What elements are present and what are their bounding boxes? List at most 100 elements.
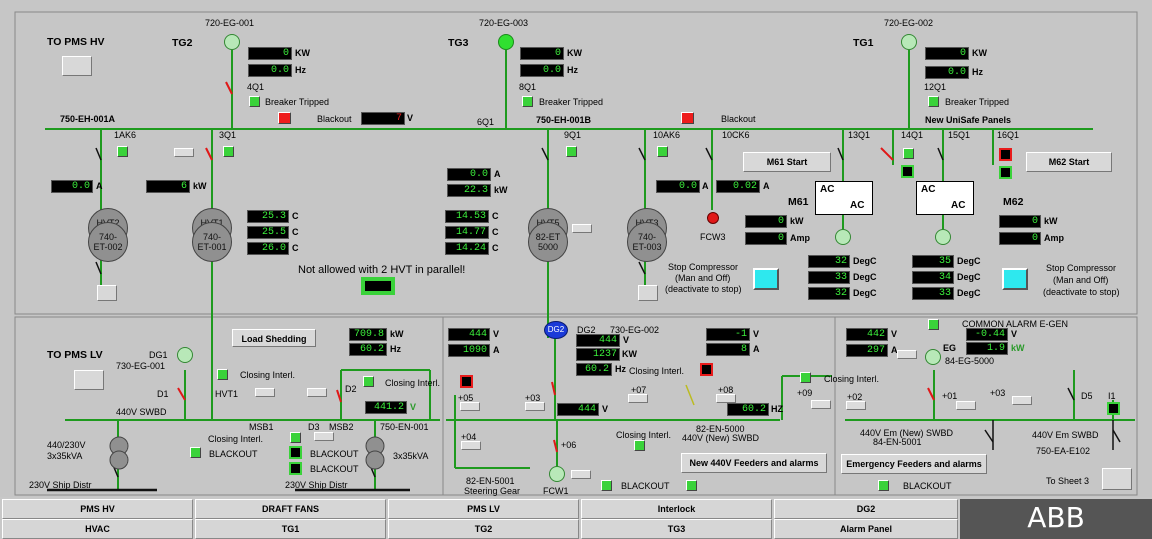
hvt3-transformer-lower[interactable]: 740-ET-003 [627, 222, 667, 262]
unit-v: V [891, 329, 898, 339]
tg1-label: TG1 [853, 37, 874, 49]
dg1-label: DG1 [149, 350, 168, 360]
stop-compressor-hint: (deactivate to stop) [665, 284, 742, 294]
feeder-01-toggle[interactable] [956, 401, 976, 410]
dg2-generator-icon[interactable]: DG2 [544, 321, 568, 339]
msb-breaker-toggle[interactable] [314, 432, 334, 441]
hvt1-breaker-toggle[interactable] [255, 388, 275, 397]
unit-hz: Hz [295, 65, 306, 75]
bus-voltage-readout: 444 [557, 403, 599, 416]
blackout-voltage-readout: 7 [361, 112, 405, 125]
m61-motor-icon[interactable] [835, 229, 851, 245]
tab-alarm-panel[interactable]: Alarm Panel [774, 519, 958, 539]
tg2-generator-icon[interactable] [224, 34, 240, 50]
fcw1-label: FCW1 [543, 486, 569, 496]
fcw1-pump-icon[interactable] [549, 466, 565, 482]
feeder-05-label: +05 [458, 393, 474, 403]
closing-interlock-label: Closing Interl. [629, 366, 685, 376]
d2-breaker-toggle[interactable] [307, 388, 327, 397]
hvt1-transformer-lower[interactable]: 740-ET-001 [192, 222, 232, 262]
unit-hz: Hz [567, 65, 578, 75]
hvt1-temp-readout: 26.0 [247, 242, 289, 255]
tab-interlock[interactable]: Interlock [581, 499, 772, 519]
load-shedding-button[interactable]: Load Shedding [232, 329, 316, 347]
feeder-02-label: +02 [847, 392, 863, 402]
hvt1-temp-readout: 25.5 [247, 226, 289, 239]
m61-amp-readout: 0 [745, 232, 787, 245]
parallel-warning: Not allowed with 2 HVT in parallel! [298, 264, 466, 276]
new-unisafe-label: New UniSafe Panels [925, 115, 1012, 125]
unit-v: V [493, 329, 500, 339]
unit-kw: kW [1011, 343, 1025, 353]
transformer-rating-label: 3x35kVA [47, 451, 83, 461]
blackout-indicator [190, 447, 201, 458]
transformer-ratio-label: 440/230V [47, 440, 86, 450]
dg1-generator-icon[interactable] [177, 347, 193, 363]
m61-stop-compressor-toggle[interactable] [753, 268, 779, 290]
unit-a: A [494, 169, 501, 179]
tg2-kw-readout: 0 [248, 47, 292, 60]
to-sheet-3-button[interactable] [1102, 468, 1132, 490]
hvt5-tag-b: 5000 [537, 242, 559, 252]
feeder-09-toggle[interactable] [811, 400, 831, 409]
feeder-08-toggle[interactable] [716, 394, 736, 403]
em-swbd-label: 440V Em SWBD [1032, 430, 1099, 440]
blackout-label: Blackout [721, 114, 756, 124]
tab-pms-lv[interactable]: PMS LV [388, 499, 579, 519]
closing-interlock-indicator [217, 369, 228, 380]
feeder-05-toggle[interactable] [460, 402, 480, 411]
unit-c: C [292, 227, 299, 237]
feeder-07-toggle[interactable] [628, 394, 648, 403]
fcw3-pump-icon[interactable] [707, 212, 719, 224]
tab-tg1[interactable]: TG1 [195, 519, 386, 539]
tab-pms-hv[interactable]: PMS HV [2, 499, 193, 519]
hvt1-label: HVT1 [215, 389, 239, 399]
hvt5-toggle[interactable] [572, 224, 592, 233]
unit-c: C [492, 243, 499, 253]
tab-hvac[interactable]: HVAC [2, 519, 193, 539]
fcw1-toggle[interactable] [571, 470, 591, 479]
m62-amp-readout: 0 [999, 232, 1041, 245]
feeder-04-toggle[interactable] [461, 441, 481, 450]
feeder-03-toggle[interactable] [525, 402, 545, 411]
tg3-generator-icon[interactable] [498, 34, 514, 50]
tg3-kw-readout: 0 [520, 47, 564, 60]
hvt2-breaker-button[interactable] [97, 285, 117, 301]
lv-voltage-readout: 444 [448, 328, 490, 341]
emergency-feeders-button[interactable]: Emergency Feeders and alarms [841, 454, 987, 474]
unit-degc: DegC [853, 272, 877, 282]
hvt1-tag-b: ET-001 [197, 242, 227, 252]
m62-start-button[interactable]: M62 Start [1026, 152, 1112, 172]
tab-tg2[interactable]: TG2 [388, 519, 579, 539]
swbd-440v-label: 440V SWBD [116, 407, 167, 417]
stop-compressor-label: Stop Compressor [668, 262, 739, 272]
unit-a: A [891, 345, 898, 355]
breaker-status-indicator [999, 166, 1012, 179]
tab-tg3[interactable]: TG3 [581, 519, 772, 539]
unit-kw: kW [790, 216, 804, 226]
eg-breaker-toggle[interactable] [897, 350, 917, 359]
m62-motor-icon[interactable] [935, 229, 951, 245]
unit-a: A [763, 181, 770, 191]
breaker-toggle[interactable] [174, 148, 194, 157]
blackout-alarm-indicator [681, 112, 694, 124]
tg1-generator-icon[interactable] [901, 34, 917, 50]
new-feeders-button[interactable]: New 440V Feeders and alarms [681, 453, 827, 473]
m61-kw-readout: 0 [745, 215, 787, 228]
feeder-03-toggle[interactable] [1012, 396, 1032, 405]
eg-generator-icon[interactable] [925, 349, 941, 365]
tg2-hz-readout: 0.0 [248, 64, 292, 77]
m62-stop-compressor-toggle[interactable] [1002, 268, 1028, 290]
msb1-label: MSB1 [249, 422, 274, 432]
breaker-4q1-label: 4Q1 [247, 82, 265, 92]
to-pms-hv-button[interactable] [62, 56, 92, 76]
hvt3-breaker-button[interactable] [638, 285, 658, 301]
m61-start-button[interactable]: M61 Start [743, 152, 831, 172]
to-pms-lv-button[interactable] [74, 370, 104, 390]
tab-draft-fans[interactable]: DRAFT FANS [195, 499, 386, 519]
10ck6-amp-readout: 0.02 [716, 180, 760, 193]
hvt2-transformer-lower[interactable]: 740-ET-002 [88, 222, 128, 262]
tab-dg2[interactable]: DG2 [774, 499, 958, 519]
feeder-02-toggle[interactable] [846, 401, 866, 410]
